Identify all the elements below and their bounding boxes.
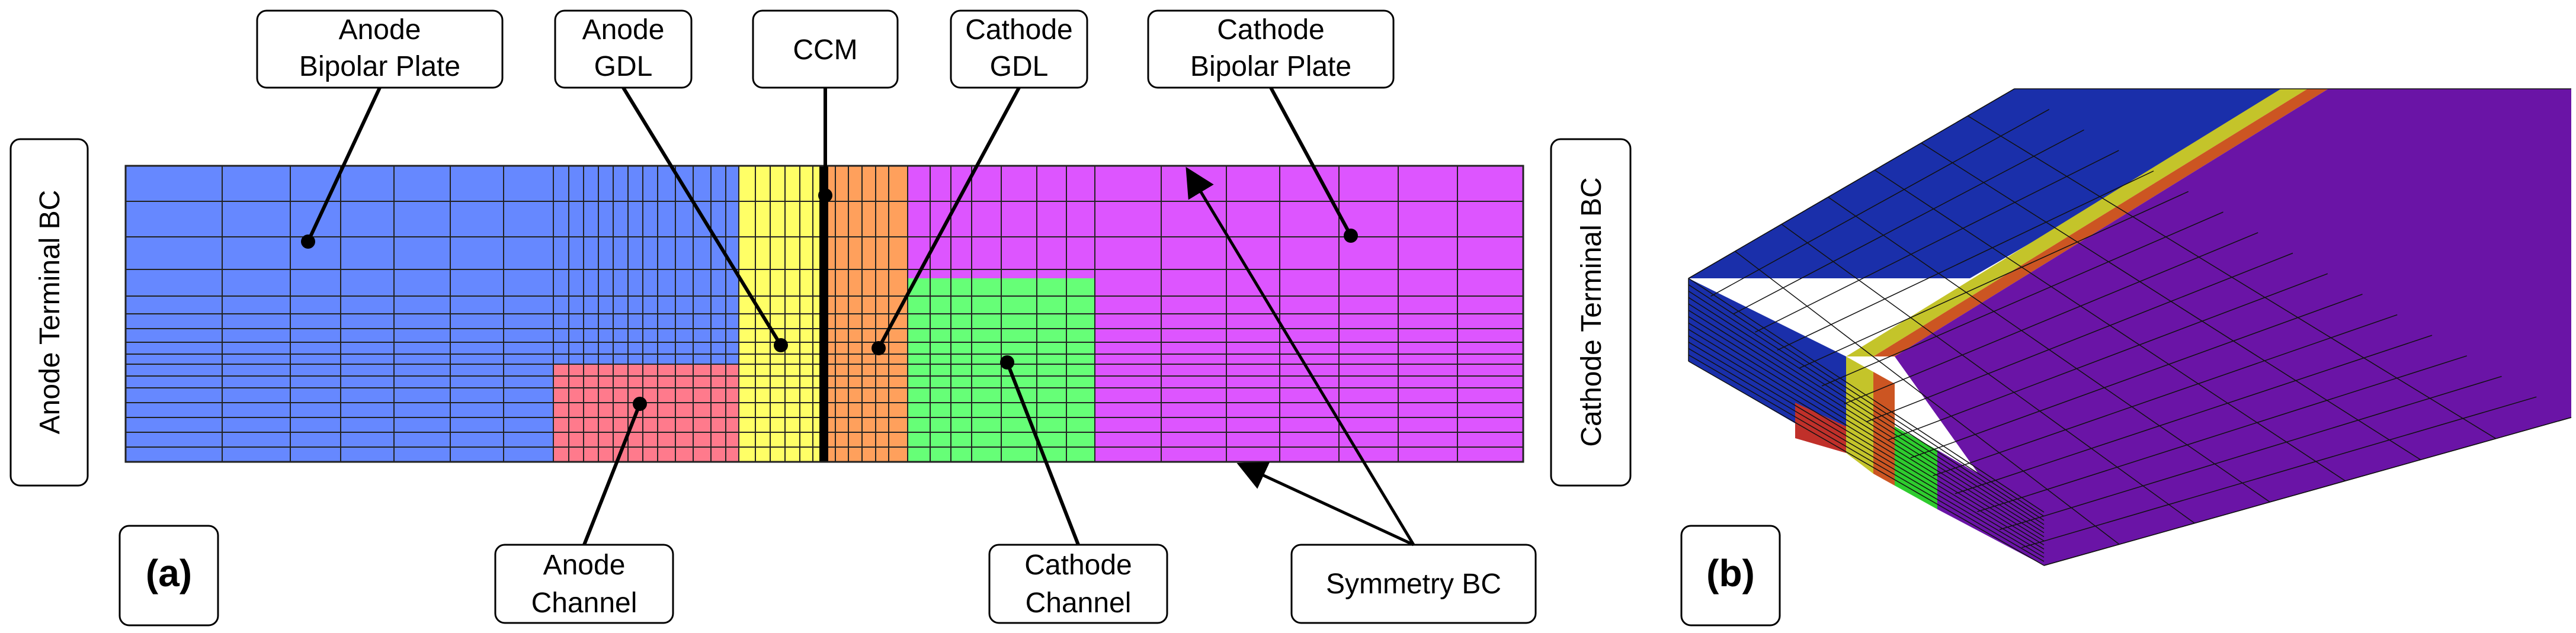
dot-cathode-channel — [1000, 355, 1014, 369]
anode-channel-region — [553, 364, 739, 462]
leader-dots — [301, 188, 1358, 411]
dot-anode-bipolar-plate — [301, 234, 315, 249]
anode-channel-line1: Anode — [543, 550, 626, 581]
dot-anode-channel — [633, 397, 647, 411]
panel-b-3d-mesh — [1688, 88, 2572, 566]
leader-anode-gdl — [621, 86, 783, 346]
anode-gdl-line2: GDL — [594, 51, 653, 82]
ccm-region — [819, 166, 828, 462]
ccm-text: CCM — [793, 34, 857, 66]
label-panel-b: (b) — [1680, 525, 1781, 626]
label-symmetry-bc: Symmetry BC — [1290, 544, 1537, 624]
label-panel-a: (a) — [118, 525, 219, 626]
panel-b-text: (b) — [1706, 552, 1755, 595]
cathode-bipolar-plate-line1: Cathode — [1217, 14, 1324, 46]
dot-anode-gdl — [774, 338, 788, 352]
panel-a-mesh — [124, 165, 1524, 463]
leader-cathode-channel — [1005, 361, 1080, 546]
leader-anode-channel — [582, 403, 642, 546]
dot-cathode-gdl — [872, 341, 886, 355]
iso-front-face-cathode-gdl — [1873, 372, 1895, 486]
anode-gdl-line1: Anode — [582, 14, 665, 46]
label-ccm: CCM — [752, 9, 899, 89]
label-cathode-bipolar-plate: Cathode Bipolar Plate — [1147, 9, 1395, 89]
arrow-symmetry-bottom — [1236, 462, 1415, 547]
arrow-symmetry-top — [1186, 166, 1415, 546]
cathode-channel-line2: Channel — [1026, 587, 1132, 619]
label-anode-channel: Anode Channel — [494, 544, 674, 624]
cathode-bipolar-plate-line2: Bipolar Plate — [1190, 51, 1351, 82]
label-cathode-channel: Cathode Channel — [988, 544, 1168, 624]
label-cathode-terminal-bc: Cathode Terminal BC — [1550, 138, 1632, 487]
leader-cathode-gdl — [877, 86, 1021, 349]
leader-lines — [306, 86, 1415, 547]
panel-a-text: (a) — [146, 552, 192, 595]
anode-bipolar-plate-line1: Anode — [339, 14, 421, 46]
iso-front-face-anode-gdl — [1846, 356, 1873, 474]
label-anode-gdl: Anode GDL — [554, 9, 693, 89]
label-cathode-gdl: Cathode GDL — [950, 9, 1088, 89]
anode-terminal-bc-text: Anode Terminal BC — [34, 190, 66, 435]
cathode-gdl-line2: GDL — [990, 51, 1049, 82]
anode-channel-line2: Channel — [531, 587, 637, 619]
cathode-channel-line1: Cathode — [1024, 550, 1132, 581]
iso-top-face-anode — [1689, 89, 2296, 278]
cathode-terminal-bc-text: Cathode Terminal BC — [1576, 177, 1607, 446]
symmetry-bc-text: Symmetry BC — [1326, 568, 1501, 600]
iso-front-face-anode-channel — [1795, 403, 1846, 453]
anode-bipolar-plate-line2: Bipolar Plate — [299, 51, 460, 82]
label-anode-terminal-bc: Anode Terminal BC — [9, 138, 89, 487]
dot-ccm — [818, 188, 832, 203]
iso-top-face-cathode — [1895, 89, 2571, 565]
cathode-gdl-line1: Cathode — [965, 14, 1072, 46]
dot-cathode-bipolar-plate — [1344, 229, 1358, 243]
label-anode-bipolar-plate: Anode Bipolar Plate — [256, 9, 504, 89]
leader-anode-bipolar-plate — [306, 86, 382, 243]
iso-mesh-grid — [1688, 88, 2572, 566]
iso-top-face-cathode-gdl — [1873, 89, 2328, 356]
leader-cathode-bipolar-plate — [1269, 86, 1353, 237]
